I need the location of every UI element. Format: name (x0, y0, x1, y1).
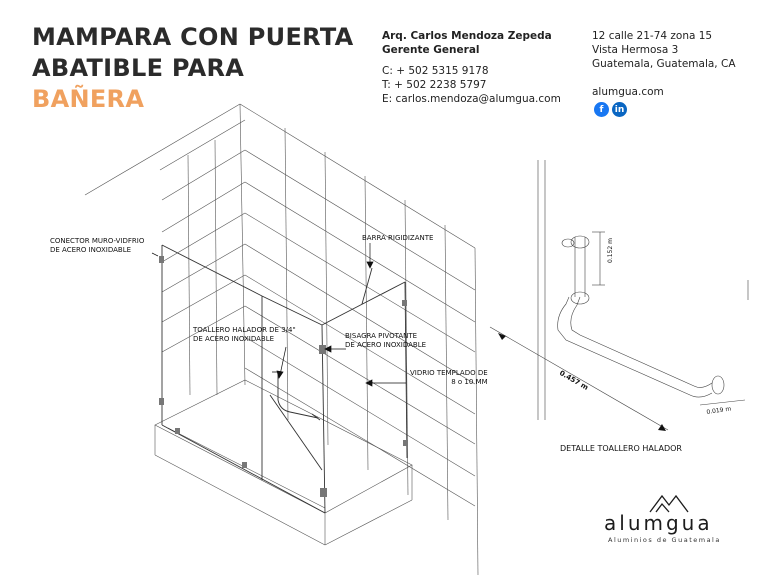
address-line-1: 12 calle 21-74 zona 15 (592, 30, 713, 42)
contact-email[interactable]: E: carlos.mendoza@alumgua.com (382, 93, 561, 105)
title-accent: BAÑERA (32, 85, 145, 113)
address-line-2: Vista Hermosa 3 (592, 44, 679, 56)
contact-phone: T: + 502 2238 5797 (382, 79, 487, 91)
callout-bisagra: BISAGRA PIVOTANTE DE ACERO INOXIDABLE (345, 332, 427, 349)
address-line-3: Guatemala, Guatemala, CA (592, 58, 736, 70)
social-links: f in (594, 102, 627, 117)
brand-tagline: Aluminios de Guatemala (608, 536, 721, 544)
callout-vidrio: VIDRIO TEMPLADO DE 8 o 10 MM (410, 369, 488, 386)
callout-conector: CONECTOR MURO-VIDFRIO DE ACERO INOXIDABL… (50, 237, 145, 254)
contact-name: Arq. Carlos Mendoza Zepeda (382, 30, 552, 42)
contact-block: Arq. Carlos Mendoza Zepeda Gerente Gener… (382, 29, 561, 106)
title-line-2: ABATIBLE PARA (32, 54, 245, 82)
address-block: 12 calle 21-74 zona 15 Vista Hermosa 3 G… (592, 29, 736, 99)
title-line-1: MAMPARA CON PUERTA (32, 23, 354, 51)
callout-barra: BARRA RIGIDIZANTE (362, 234, 434, 242)
website-link[interactable]: alumgua.com (592, 86, 664, 98)
brand-name: alumgua (604, 511, 713, 535)
contact-role: Gerente General (382, 44, 480, 56)
linkedin-icon[interactable]: in (612, 102, 627, 117)
brand-logo-icon (649, 494, 689, 513)
page-title: MAMPARA CON PUERTA ABATIBLE PARA BAÑERA (32, 22, 354, 115)
detail-title: DETALLE TOALLERO HALADOR (560, 444, 682, 453)
dim-offset: 0.152 m (607, 238, 614, 263)
callout-toallero: TOALLERO HALADOR DE 3/4" DE ACERO INOXID… (193, 326, 296, 343)
facebook-icon[interactable]: f (594, 102, 609, 117)
contact-cell: C: + 502 5315 9178 (382, 65, 489, 77)
